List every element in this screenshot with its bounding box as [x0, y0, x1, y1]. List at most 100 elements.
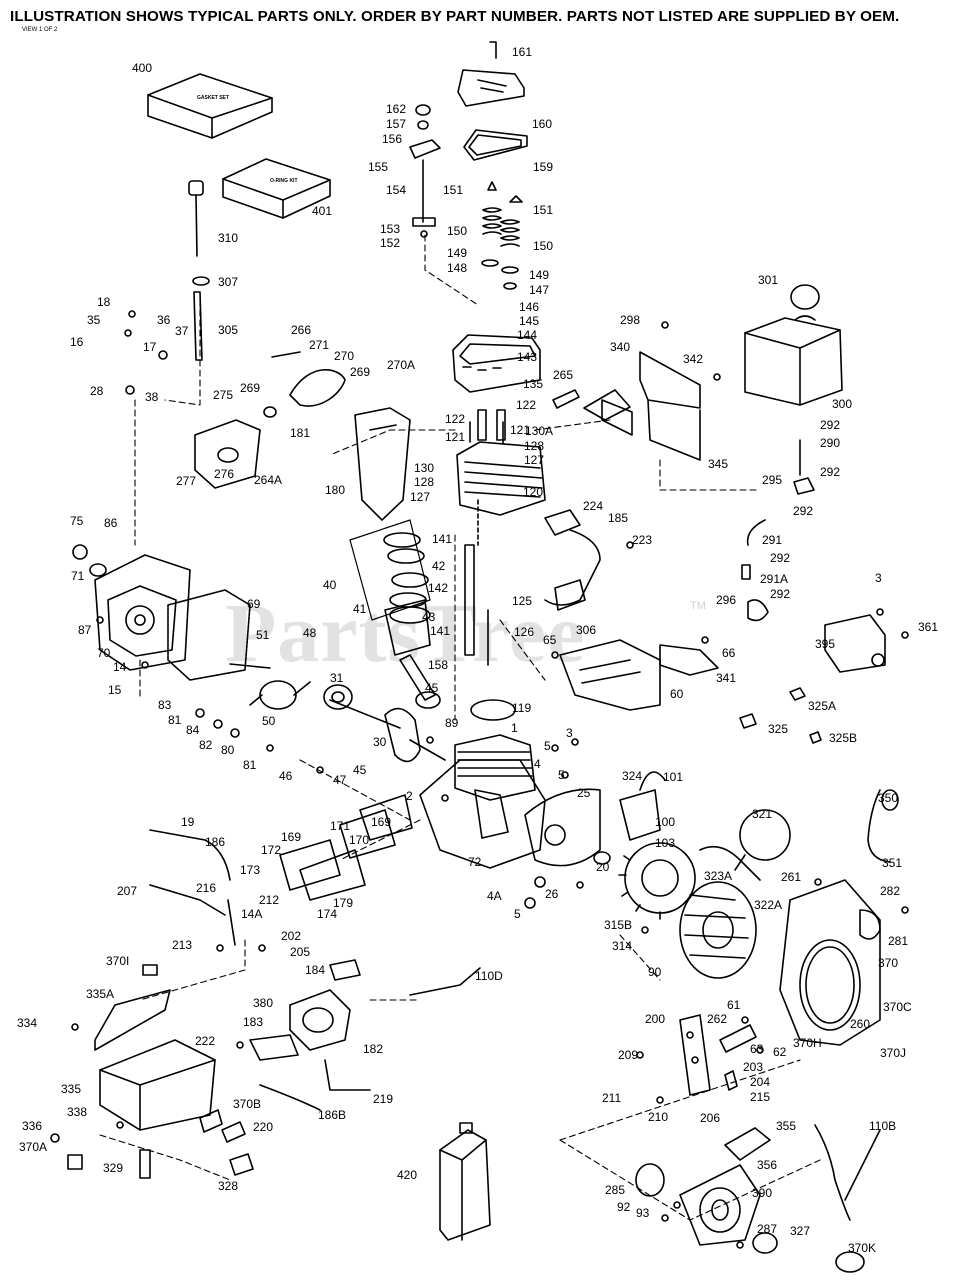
part-label-335[interactable]: 335	[61, 1082, 82, 1096]
part-label-83[interactable]: 83	[158, 698, 172, 712]
part-label-370A[interactable]: 370A	[19, 1140, 48, 1154]
part-label-151[interactable]: 151	[443, 183, 464, 197]
part-label-43[interactable]: 43	[422, 610, 436, 624]
part-label-157[interactable]: 157	[386, 117, 407, 131]
part-label-400[interactable]: 400	[132, 61, 153, 75]
part-label-142[interactable]: 142	[428, 581, 449, 595]
part-label-277[interactable]: 277	[176, 474, 197, 488]
part-label-290[interactable]: 290	[820, 436, 841, 450]
part-label-172[interactable]: 172	[261, 843, 282, 857]
part-label-328[interactable]: 328	[218, 1179, 239, 1193]
part-label-370[interactable]: 370	[878, 956, 899, 970]
part-label-45[interactable]: 45	[353, 763, 367, 777]
part-label-323A[interactable]: 323A	[704, 869, 733, 883]
part-label-148[interactable]: 148	[447, 261, 468, 275]
part-label-2[interactable]: 2	[406, 789, 413, 803]
part-label-65[interactable]: 65	[543, 633, 557, 647]
part-label-314[interactable]: 314	[612, 939, 633, 953]
part-label-20[interactable]: 20	[596, 860, 610, 874]
part-label-265[interactable]: 265	[553, 368, 574, 382]
part-label-70[interactable]: 70	[97, 646, 111, 660]
part-label-47[interactable]: 47	[333, 773, 347, 787]
part-label-335A[interactable]: 335A	[86, 987, 115, 1001]
part-label-204[interactable]: 204	[750, 1075, 771, 1089]
part-label-325B[interactable]: 325B	[829, 731, 858, 745]
part-label-3[interactable]: 3	[566, 726, 573, 740]
part-label-338[interactable]: 338	[67, 1105, 88, 1119]
part-label-126[interactable]: 126	[514, 625, 535, 639]
part-label-370C[interactable]: 370C	[883, 1000, 912, 1014]
part-label-183[interactable]: 183	[243, 1015, 264, 1029]
part-label-324[interactable]: 324	[622, 769, 643, 783]
part-label-28[interactable]: 28	[90, 384, 104, 398]
part-label-3[interactable]: 3	[875, 571, 882, 585]
part-label-151[interactable]: 151	[533, 203, 554, 217]
part-label-269[interactable]: 269	[350, 365, 371, 379]
part-label-182[interactable]: 182	[363, 1042, 384, 1056]
part-label-222[interactable]: 222	[195, 1034, 216, 1048]
part-label-38[interactable]: 38	[145, 390, 159, 404]
part-label-169[interactable]: 169	[371, 815, 392, 829]
part-label-336[interactable]: 336	[22, 1119, 43, 1133]
part-label-264A[interactable]: 264A	[254, 473, 283, 487]
part-label-150[interactable]: 150	[447, 224, 468, 238]
part-label-63[interactable]: 63	[750, 1042, 764, 1056]
part-label-401[interactable]: 401	[312, 204, 333, 218]
part-label-213[interactable]: 213	[172, 938, 193, 952]
part-label-341[interactable]: 341	[716, 671, 737, 685]
part-label-287[interactable]: 287	[757, 1222, 778, 1236]
part-label-36[interactable]: 36	[157, 313, 171, 327]
part-label-62[interactable]: 62	[773, 1045, 787, 1059]
part-label-16[interactable]: 16	[70, 335, 84, 349]
part-label-158[interactable]: 158	[428, 658, 449, 672]
part-label-125[interactable]: 125	[512, 594, 533, 608]
part-label-155[interactable]: 155	[368, 160, 389, 174]
part-label-380[interactable]: 380	[253, 996, 274, 1010]
part-label-282[interactable]: 282	[880, 884, 901, 898]
part-label-270[interactable]: 270	[334, 349, 355, 363]
part-label-325[interactable]: 325	[768, 722, 789, 736]
part-label-121[interactable]: 121	[510, 423, 531, 437]
part-label-292[interactable]: 292	[770, 551, 791, 565]
part-label-219[interactable]: 219	[373, 1092, 394, 1106]
part-label-87[interactable]: 87	[78, 623, 92, 637]
part-label-100[interactable]: 100	[655, 815, 676, 829]
part-label-285[interactable]: 285	[605, 1183, 626, 1197]
part-label-296[interactable]: 296	[716, 593, 737, 607]
part-label-162[interactable]: 162	[386, 102, 407, 116]
part-label-334[interactable]: 334	[17, 1016, 38, 1030]
part-label-45[interactable]: 45	[425, 681, 439, 695]
part-label-19[interactable]: 19	[181, 815, 195, 829]
part-label-153[interactable]: 153	[380, 222, 401, 236]
part-label-1[interactable]: 1	[511, 721, 518, 735]
part-label-110B[interactable]: 110B	[869, 1119, 897, 1133]
part-label-292[interactable]: 292	[793, 504, 814, 518]
part-label-143[interactable]: 143	[517, 350, 538, 364]
part-label-128[interactable]: 128	[414, 475, 435, 489]
part-label-5[interactable]: 5	[514, 907, 521, 921]
part-label-169[interactable]: 169	[281, 830, 302, 844]
part-label-81[interactable]: 81	[243, 758, 257, 772]
part-label-291[interactable]: 291	[762, 533, 783, 547]
part-label-5[interactable]: 5	[558, 768, 565, 782]
part-label-205[interactable]: 205	[290, 945, 311, 959]
part-label-370K[interactable]: 370K	[848, 1241, 877, 1255]
part-label-81[interactable]: 81	[168, 713, 182, 727]
part-label-271[interactable]: 271	[309, 338, 330, 352]
part-label-209[interactable]: 209	[618, 1048, 639, 1062]
part-label-395[interactable]: 395	[815, 637, 836, 651]
part-label-262[interactable]: 262	[707, 1012, 728, 1026]
part-label-224[interactable]: 224	[583, 499, 604, 513]
part-label-42[interactable]: 42	[432, 559, 446, 573]
part-label-127[interactable]: 127	[410, 490, 431, 504]
part-label-37[interactable]: 37	[175, 324, 189, 338]
part-label-50[interactable]: 50	[262, 714, 276, 728]
part-label-345[interactable]: 345	[708, 457, 729, 471]
part-label-152[interactable]: 152	[380, 236, 401, 250]
part-label-186B[interactable]: 186B	[318, 1108, 347, 1122]
part-label-307[interactable]: 307	[218, 275, 239, 289]
part-label-17[interactable]: 17	[143, 340, 157, 354]
part-label-46[interactable]: 46	[279, 769, 293, 783]
part-label-295[interactable]: 295	[762, 473, 783, 487]
part-label-122[interactable]: 122	[516, 398, 537, 412]
